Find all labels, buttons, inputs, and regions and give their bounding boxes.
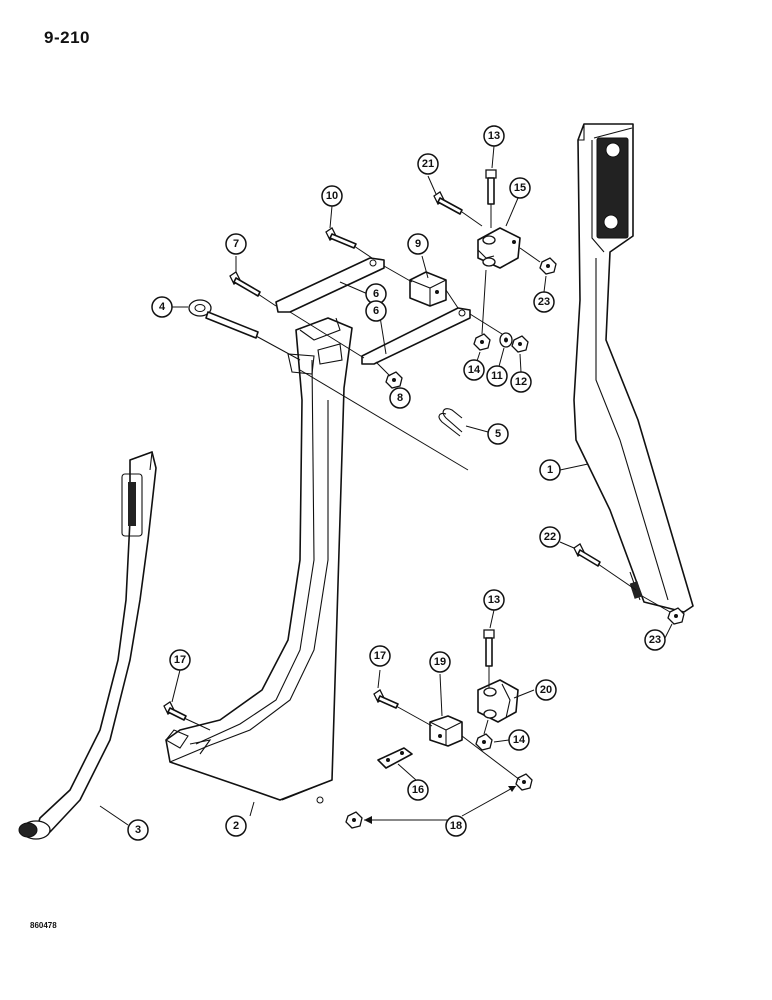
bolt-part-13-lower: [483, 629, 495, 667]
svg-text:3: 3: [135, 824, 141, 836]
svg-text:22: 22: [544, 531, 556, 543]
svg-text:15: 15: [514, 182, 526, 194]
bolt-part-22: [573, 543, 601, 567]
callout-6-b: 6: [365, 300, 387, 322]
link-part-6-upper: [275, 257, 385, 313]
nut-part-12: [511, 335, 529, 353]
drawing-code: 860478: [30, 921, 57, 930]
svg-text:23: 23: [649, 634, 661, 646]
callout-10: 10: [321, 185, 343, 207]
callout-20: 20: [535, 679, 557, 701]
svg-text:7: 7: [233, 238, 239, 250]
nut-part-18-center: [345, 811, 363, 829]
callout-13-lower: 13: [483, 589, 505, 611]
callout-leaders: [99, 145, 673, 826]
shank-part-1: [573, 123, 694, 613]
callout-5: 5: [487, 423, 509, 445]
bolt-part-10: [325, 227, 357, 249]
svg-text:2: 2: [233, 820, 239, 832]
callout-13-upper: 13: [483, 125, 505, 147]
callout-3: 3: [127, 819, 149, 841]
svg-text:6: 6: [373, 305, 379, 317]
svg-text:19: 19: [434, 656, 446, 668]
svg-text:12: 12: [515, 376, 527, 388]
svg-text:17: 17: [174, 654, 186, 666]
block-part-19: [429, 715, 463, 747]
clevis-part-20: [477, 679, 519, 723]
bolt-part-17-left: [163, 701, 187, 721]
nut-part-14-upper: [473, 333, 491, 351]
callout-23-lower: 23: [644, 629, 666, 651]
callout-8: 8: [389, 387, 411, 409]
svg-text:14: 14: [468, 364, 481, 376]
callout-12: 12: [510, 371, 532, 393]
page-number: 9-210: [44, 28, 90, 47]
callout-14-upper: 14: [463, 359, 485, 381]
svg-text:5: 5: [495, 428, 501, 440]
bolt-part-7: [229, 271, 261, 297]
svg-text:17: 17: [374, 650, 386, 662]
svg-text:14: 14: [513, 734, 526, 746]
nut-part-23-upper: [539, 257, 557, 275]
svg-text:13: 13: [488, 130, 500, 142]
nut-part-18-right: [515, 773, 533, 791]
svg-text:16: 16: [412, 784, 424, 796]
callout-23-upper: 23: [533, 291, 555, 313]
callout-1: 1: [539, 459, 561, 481]
svg-text:11: 11: [491, 370, 503, 382]
svg-text:9: 9: [415, 238, 421, 250]
svg-text:21: 21: [422, 158, 434, 170]
callout-16: 16: [407, 779, 429, 801]
clevis-part-15: [477, 227, 521, 269]
callout-11: 11: [486, 365, 508, 387]
callout-6-a: 6: [365, 283, 387, 305]
block-part-9: [409, 271, 447, 307]
callout-15: 15: [509, 177, 531, 199]
svg-text:1: 1: [547, 464, 553, 476]
svg-text:8: 8: [397, 392, 403, 404]
plate-part-16: [377, 747, 413, 769]
svg-text:23: 23: [538, 296, 550, 308]
callout-7: 7: [225, 233, 247, 255]
callout-18: 18: [445, 815, 467, 837]
callout-22: 22: [539, 526, 561, 548]
spring-part-3: [18, 451, 157, 840]
eyebolt-part-4: [188, 299, 259, 339]
callout-17-right: 17: [369, 645, 391, 667]
svg-text:13: 13: [488, 594, 500, 606]
pin-part-5: [438, 408, 463, 437]
svg-text:6: 6: [373, 288, 379, 300]
callout-17-left: 17: [169, 649, 191, 671]
svg-text:10: 10: [326, 190, 338, 202]
nut-part-14-lower: [475, 733, 493, 751]
bolt-part-13-upper: [485, 169, 497, 205]
assembly-lines: [183, 204, 671, 781]
nut-part-23-lower: [667, 607, 685, 625]
bolt-part-21: [433, 191, 463, 215]
callout-21: 21: [417, 153, 439, 175]
callout-19: 19: [429, 651, 451, 673]
svg-text:20: 20: [540, 684, 552, 696]
svg-text:4: 4: [159, 301, 166, 313]
standard-part-2: [165, 317, 353, 804]
callout-14-lower: 14: [508, 729, 530, 751]
bolt-part-17-right: [373, 689, 399, 709]
callout-4: 4: [151, 296, 173, 318]
callout-9: 9: [407, 233, 429, 255]
svg-text:18: 18: [450, 820, 462, 832]
callout-2: 2: [225, 815, 247, 837]
washer-part-11: [499, 332, 513, 348]
